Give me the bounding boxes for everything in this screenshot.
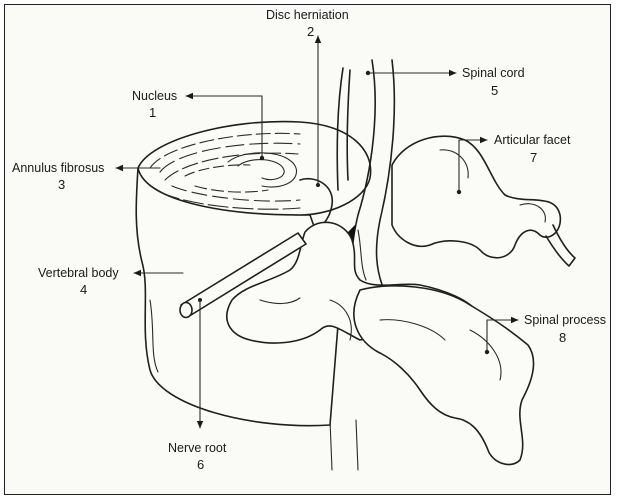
label-nerve-root: Nerve root 6: [168, 441, 227, 472]
label-spinal-process: Spinal process 8: [524, 313, 606, 345]
label-spinal-cord: Spinal cord 5: [462, 66, 525, 98]
label-spinal-cord-number: 5: [491, 83, 498, 98]
label-spinal-process-number: 8: [559, 330, 566, 345]
label-vertebral-body-name: Vertebral body: [38, 266, 119, 280]
label-nucleus-name: Nucleus: [132, 89, 177, 103]
label-articular-facet: Articular facet 7: [494, 133, 571, 165]
label-disc-herniation: Disc herniation 2: [266, 8, 349, 39]
label-nucleus: Nucleus 1: [132, 89, 177, 120]
label-spinal-process-name: Spinal process: [524, 313, 606, 327]
label-vertebral-body: Vertebral body 4: [38, 266, 119, 297]
label-disc-herniation-number: 2: [307, 24, 314, 39]
label-articular-facet-name: Articular facet: [494, 133, 571, 147]
label-nerve-root-number: 6: [197, 457, 204, 472]
label-spinal-cord-name: Spinal cord: [462, 66, 525, 80]
articular-facet-shape: [392, 136, 575, 266]
label-nucleus-number: 1: [149, 105, 156, 120]
label-nerve-root-name: Nerve root: [168, 441, 227, 455]
label-articular-facet-number: 7: [530, 150, 537, 165]
spinal-process-shape: [354, 286, 534, 465]
label-disc-herniation-name: Disc herniation: [266, 8, 349, 22]
label-vertebral-body-number: 4: [80, 282, 87, 297]
label-annulus-fibrosus: Annulus fibrosus 3: [12, 161, 104, 192]
label-annulus-fibrosus-name: Annulus fibrosus: [12, 161, 104, 175]
label-annulus-fibrosus-number: 3: [58, 177, 65, 192]
